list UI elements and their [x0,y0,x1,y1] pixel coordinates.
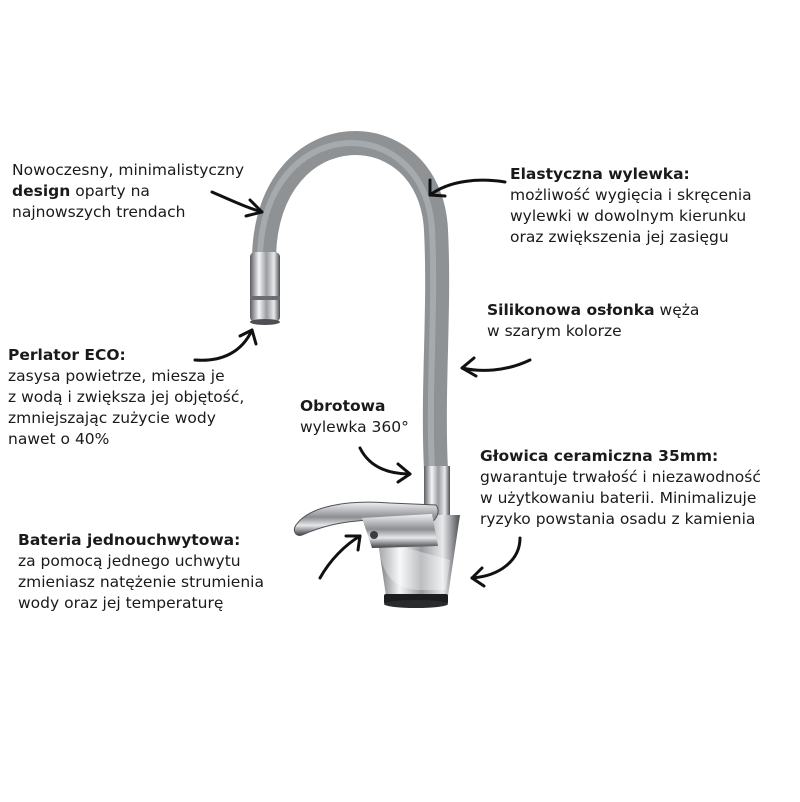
arrow-perlator [193,328,254,362]
arrow-lever [318,534,362,580]
ceramic-line2: w użytkowaniu baterii. Minimalizuje [480,489,757,507]
perlator-line2: z wodą i zwiększa jej objętość, [8,388,245,406]
ceramic-label: Głowica ceramiczna 35mm: gwarantuje trwa… [480,446,761,530]
lever-handle [293,501,439,548]
arrow-design [210,190,264,214]
silicone-title: Silikonowa osłonka [487,301,655,319]
aerator [250,252,280,325]
rotary-title: Obrotowa [300,397,386,415]
perlator-label: Perlator ECO: zasysa powietrze, miesza j… [8,345,244,450]
design-label: Nowoczesny, minimalistyczny design opart… [12,160,244,223]
design-line2: oparty na [70,182,150,200]
single-lever-title: Bateria jednouchwytowa: [18,531,241,549]
silicone-line2: w szarym kolorze [487,322,622,340]
perlator-title: Perlator ECO: [8,346,126,364]
single-lever-line1: za pomocą jednego uchwytu [18,552,241,570]
elastic-title: Elastyczna wylewka: [510,165,690,183]
ceramic-line1: gwarantuje trwałość i niezawodność [480,468,761,486]
elastic-line1: możliwość wygięcia i skręcenia [510,186,752,204]
silicone-label: Silikonowa osłonka węża w szarym kolorze [487,300,699,342]
elastic-line3: oraz zwiększenia jej zasięgu [510,228,729,246]
arrow-silicone [460,358,532,372]
arrow-ceramic [470,536,522,580]
design-line1: Nowoczesny, minimalistyczny [12,161,245,179]
elastic-label: Elastyczna wylewka: możliwość wygięcia i… [510,164,752,248]
perlator-line3: zmniejszając zużycie wody [8,409,216,427]
perlator-line1: zasysa powietrze, miesza je [8,367,225,385]
single-lever-line3: wody oraz jej temperaturę [18,594,224,612]
design-bold: design [12,182,71,200]
single-lever-label: Bateria jednouchwytowa: za pomocą jedneg… [18,530,264,614]
rotary-label: Obrotowa wylewka 360° [300,396,409,438]
elastic-line2: wylewki w dowolnym kierunku [510,207,747,225]
single-lever-line2: zmieniasz natężenie strumienia [18,573,264,591]
design-line3: najnowszych trendach [12,203,186,221]
ceramic-line3: ryzyko powstania osadu z kamienia [480,510,756,528]
ceramic-title: Głowica ceramiczna 35mm: [480,447,719,465]
perlator-line4: nawet o 40% [8,430,110,448]
silicone-title-rest: węża [654,301,700,319]
rotary-line2: wylewka 360° [300,418,409,436]
arrow-rotary [358,446,412,476]
arrow-elastic [428,178,507,197]
